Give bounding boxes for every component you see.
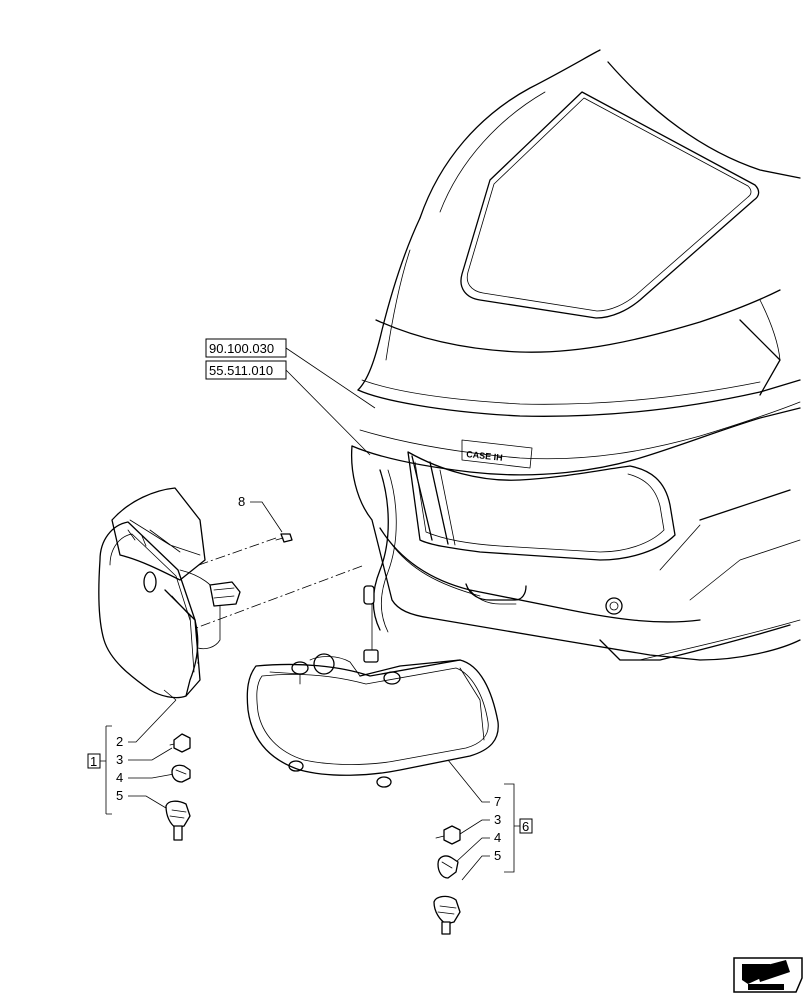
- next-page-arrow-icon[interactable]: [733, 957, 803, 993]
- assembly-lines: [195, 537, 363, 665]
- right-callout-5: 5: [494, 848, 501, 863]
- right-callout-3: 3: [494, 812, 501, 827]
- reference-box-1[interactable]: 90.100.030: [205, 338, 287, 358]
- lamp-socket-icon: [165, 800, 191, 829]
- brand-logo: CASE IH: [466, 449, 503, 463]
- reference-box-2[interactable]: 55.511.010: [205, 360, 287, 380]
- left-kit-box-label: 1: [90, 754, 97, 769]
- left-callout-2: 2: [116, 734, 123, 749]
- callout-8: 8: [238, 494, 245, 509]
- reference-leader-2: [285, 369, 371, 456]
- right-kit-box-label: 6: [522, 819, 529, 834]
- bulb-icon: [173, 733, 191, 753]
- right-kit-group: 7 3 4 5 6: [433, 759, 533, 935]
- svg-text:55.511.010: 55.511.010: [209, 363, 273, 378]
- left-lamp-leader: [163, 689, 177, 701]
- callout-8-leader: [250, 501, 283, 533]
- left-callout-3: 3: [116, 752, 123, 767]
- left-headlamp: [98, 487, 241, 699]
- svg-text:90.100.030: 90.100.030: [209, 341, 274, 356]
- right-callout-4: 4: [494, 830, 501, 845]
- left-kit-group: 1 2 3 4 5: [87, 699, 191, 841]
- right-headlamp: [246, 653, 499, 788]
- left-callout-5: 5: [116, 788, 123, 803]
- fastener-8: [275, 533, 293, 543]
- bulb-holder-icon: [171, 764, 191, 783]
- right-callout-7: 7: [494, 794, 501, 809]
- reference-leader-1: [285, 347, 376, 409]
- cab-hood: CASE IH: [350, 49, 801, 663]
- left-callout-4: 4: [116, 770, 123, 785]
